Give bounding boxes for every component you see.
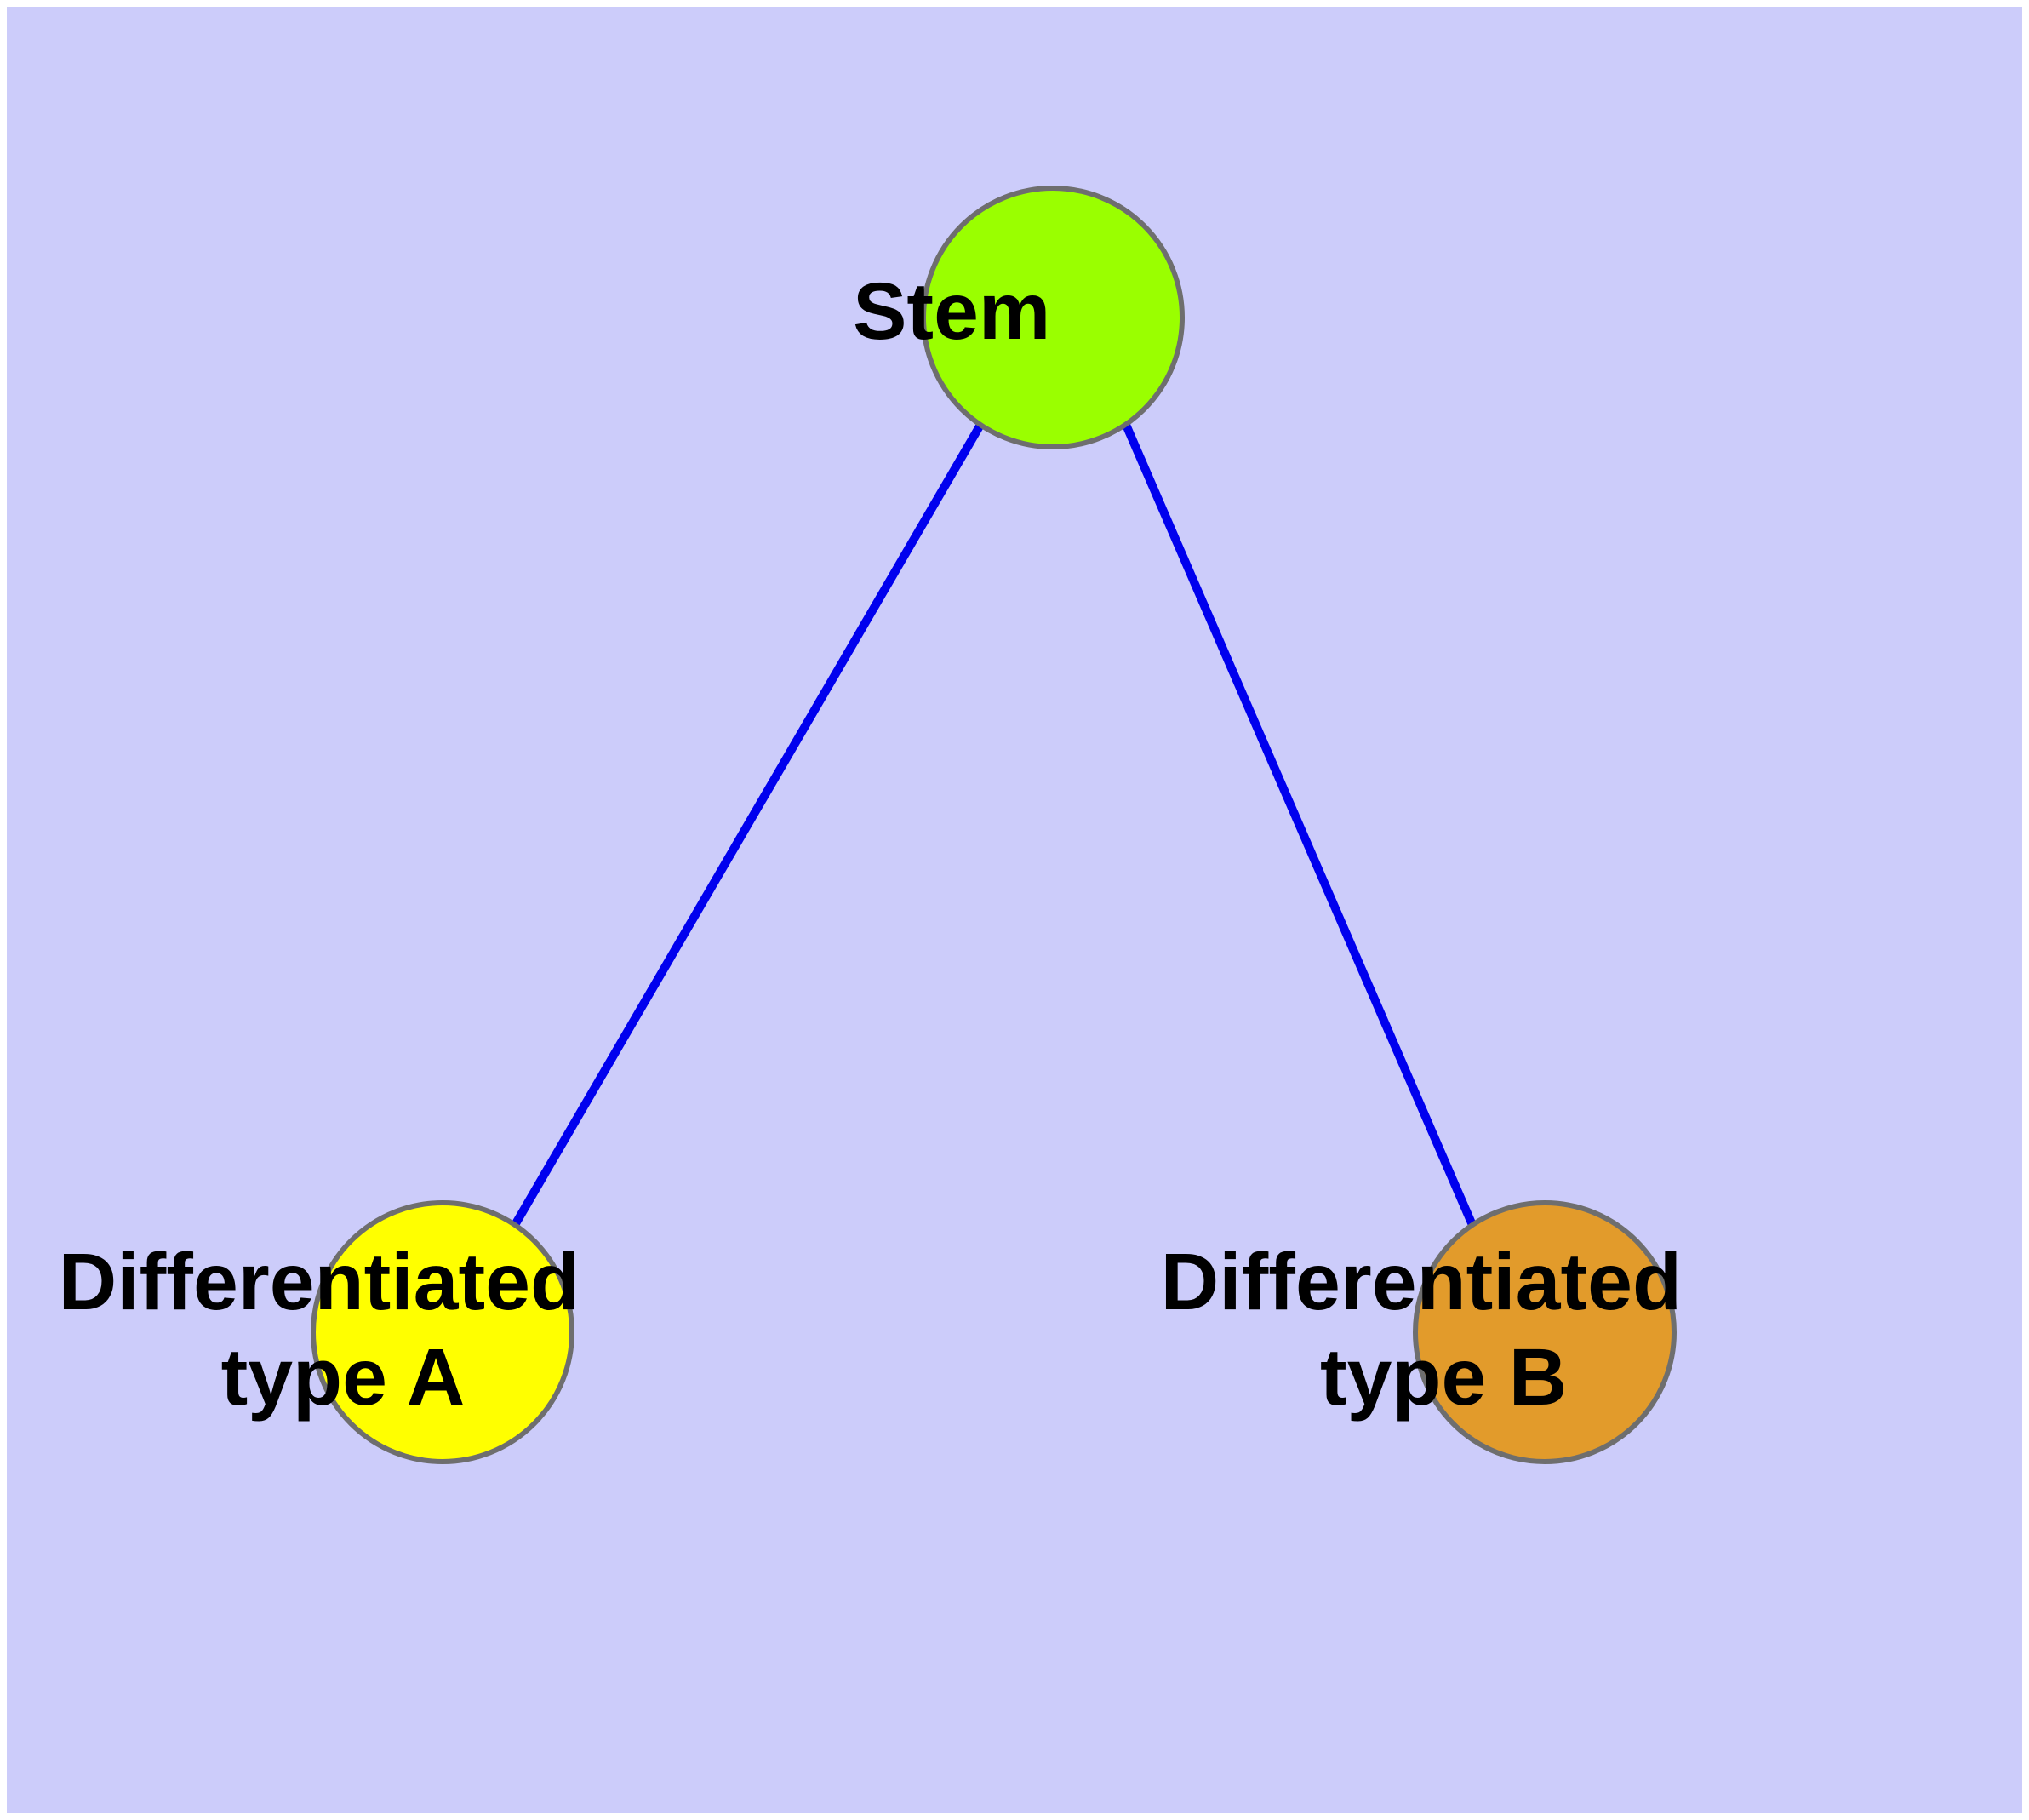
node-differentiated-type-b-label: Differentiated type B [1161,1237,1929,1422]
node-stem[interactable]: Stem [853,186,1253,449]
node-differentiated-type-a-circle[interactable] [311,1200,574,1464]
edge-stem-to-differentiated-type-b [1122,423,1477,1227]
node-stem-circle[interactable] [921,186,1185,449]
node-layer: Stem Differentiated type A Differentiate… [59,186,1929,1464]
node-stem-label: Stem [853,266,1253,357]
node-differentiated-type-a-label-line-2: type A [221,1332,464,1422]
node-differentiated-type-a[interactable]: Differentiated type A [59,1200,827,1464]
edge-stem-to-differentiated-type-a [511,422,985,1228]
node-differentiated-type-a-label: Differentiated type A [59,1237,827,1422]
edge-layer [511,422,1477,1228]
node-differentiated-type-b-circle[interactable] [1413,1200,1677,1464]
node-differentiated-type-b-label-line-1: Differentiated [1161,1237,1682,1327]
node-differentiated-type-b-label-line-2: type B [1320,1332,1567,1422]
node-stem-label-line-1: Stem [853,266,1050,357]
node-differentiated-type-a-label-line-1: Differentiated [59,1237,580,1327]
node-differentiated-type-b[interactable]: Differentiated type B [1161,1200,1929,1464]
